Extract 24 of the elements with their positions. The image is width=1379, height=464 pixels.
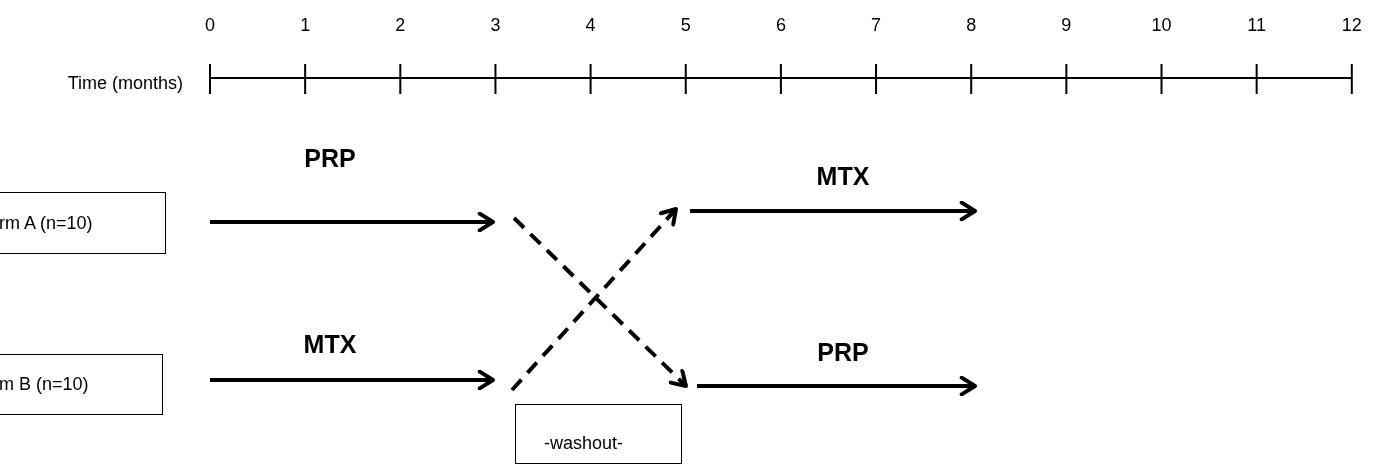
tick-label: 3: [490, 16, 501, 34]
washout-box: [515, 404, 682, 464]
tick-label: 2: [395, 16, 406, 34]
node-label: rm A (n=10): [0, 212, 93, 234]
tick-label: 11: [1247, 16, 1266, 34]
tick-label: 7: [871, 16, 882, 34]
tick-label: 5: [680, 16, 691, 34]
treatment-label: MTX: [816, 163, 870, 189]
tick-label: 6: [775, 16, 786, 34]
tick-label: 12: [1341, 16, 1362, 34]
tick-label: 10: [1151, 16, 1172, 34]
arm-box: [0, 192, 166, 254]
node-label: -washout-: [544, 433, 624, 454]
node-label: m B (n=10): [0, 374, 89, 395]
tick-label: 4: [585, 16, 596, 34]
arm-box: [0, 354, 163, 415]
treatment-label: PRP: [304, 145, 356, 171]
tick-label: 0: [205, 16, 215, 34]
treatment-label: PRP: [817, 339, 869, 365]
tick-label: 9: [1061, 16, 1072, 34]
axis-title: Time (months): [67, 74, 183, 92]
treatment-label: MTX: [303, 331, 357, 357]
tick-label: 8: [966, 16, 977, 34]
tick-label: 1: [300, 16, 311, 34]
